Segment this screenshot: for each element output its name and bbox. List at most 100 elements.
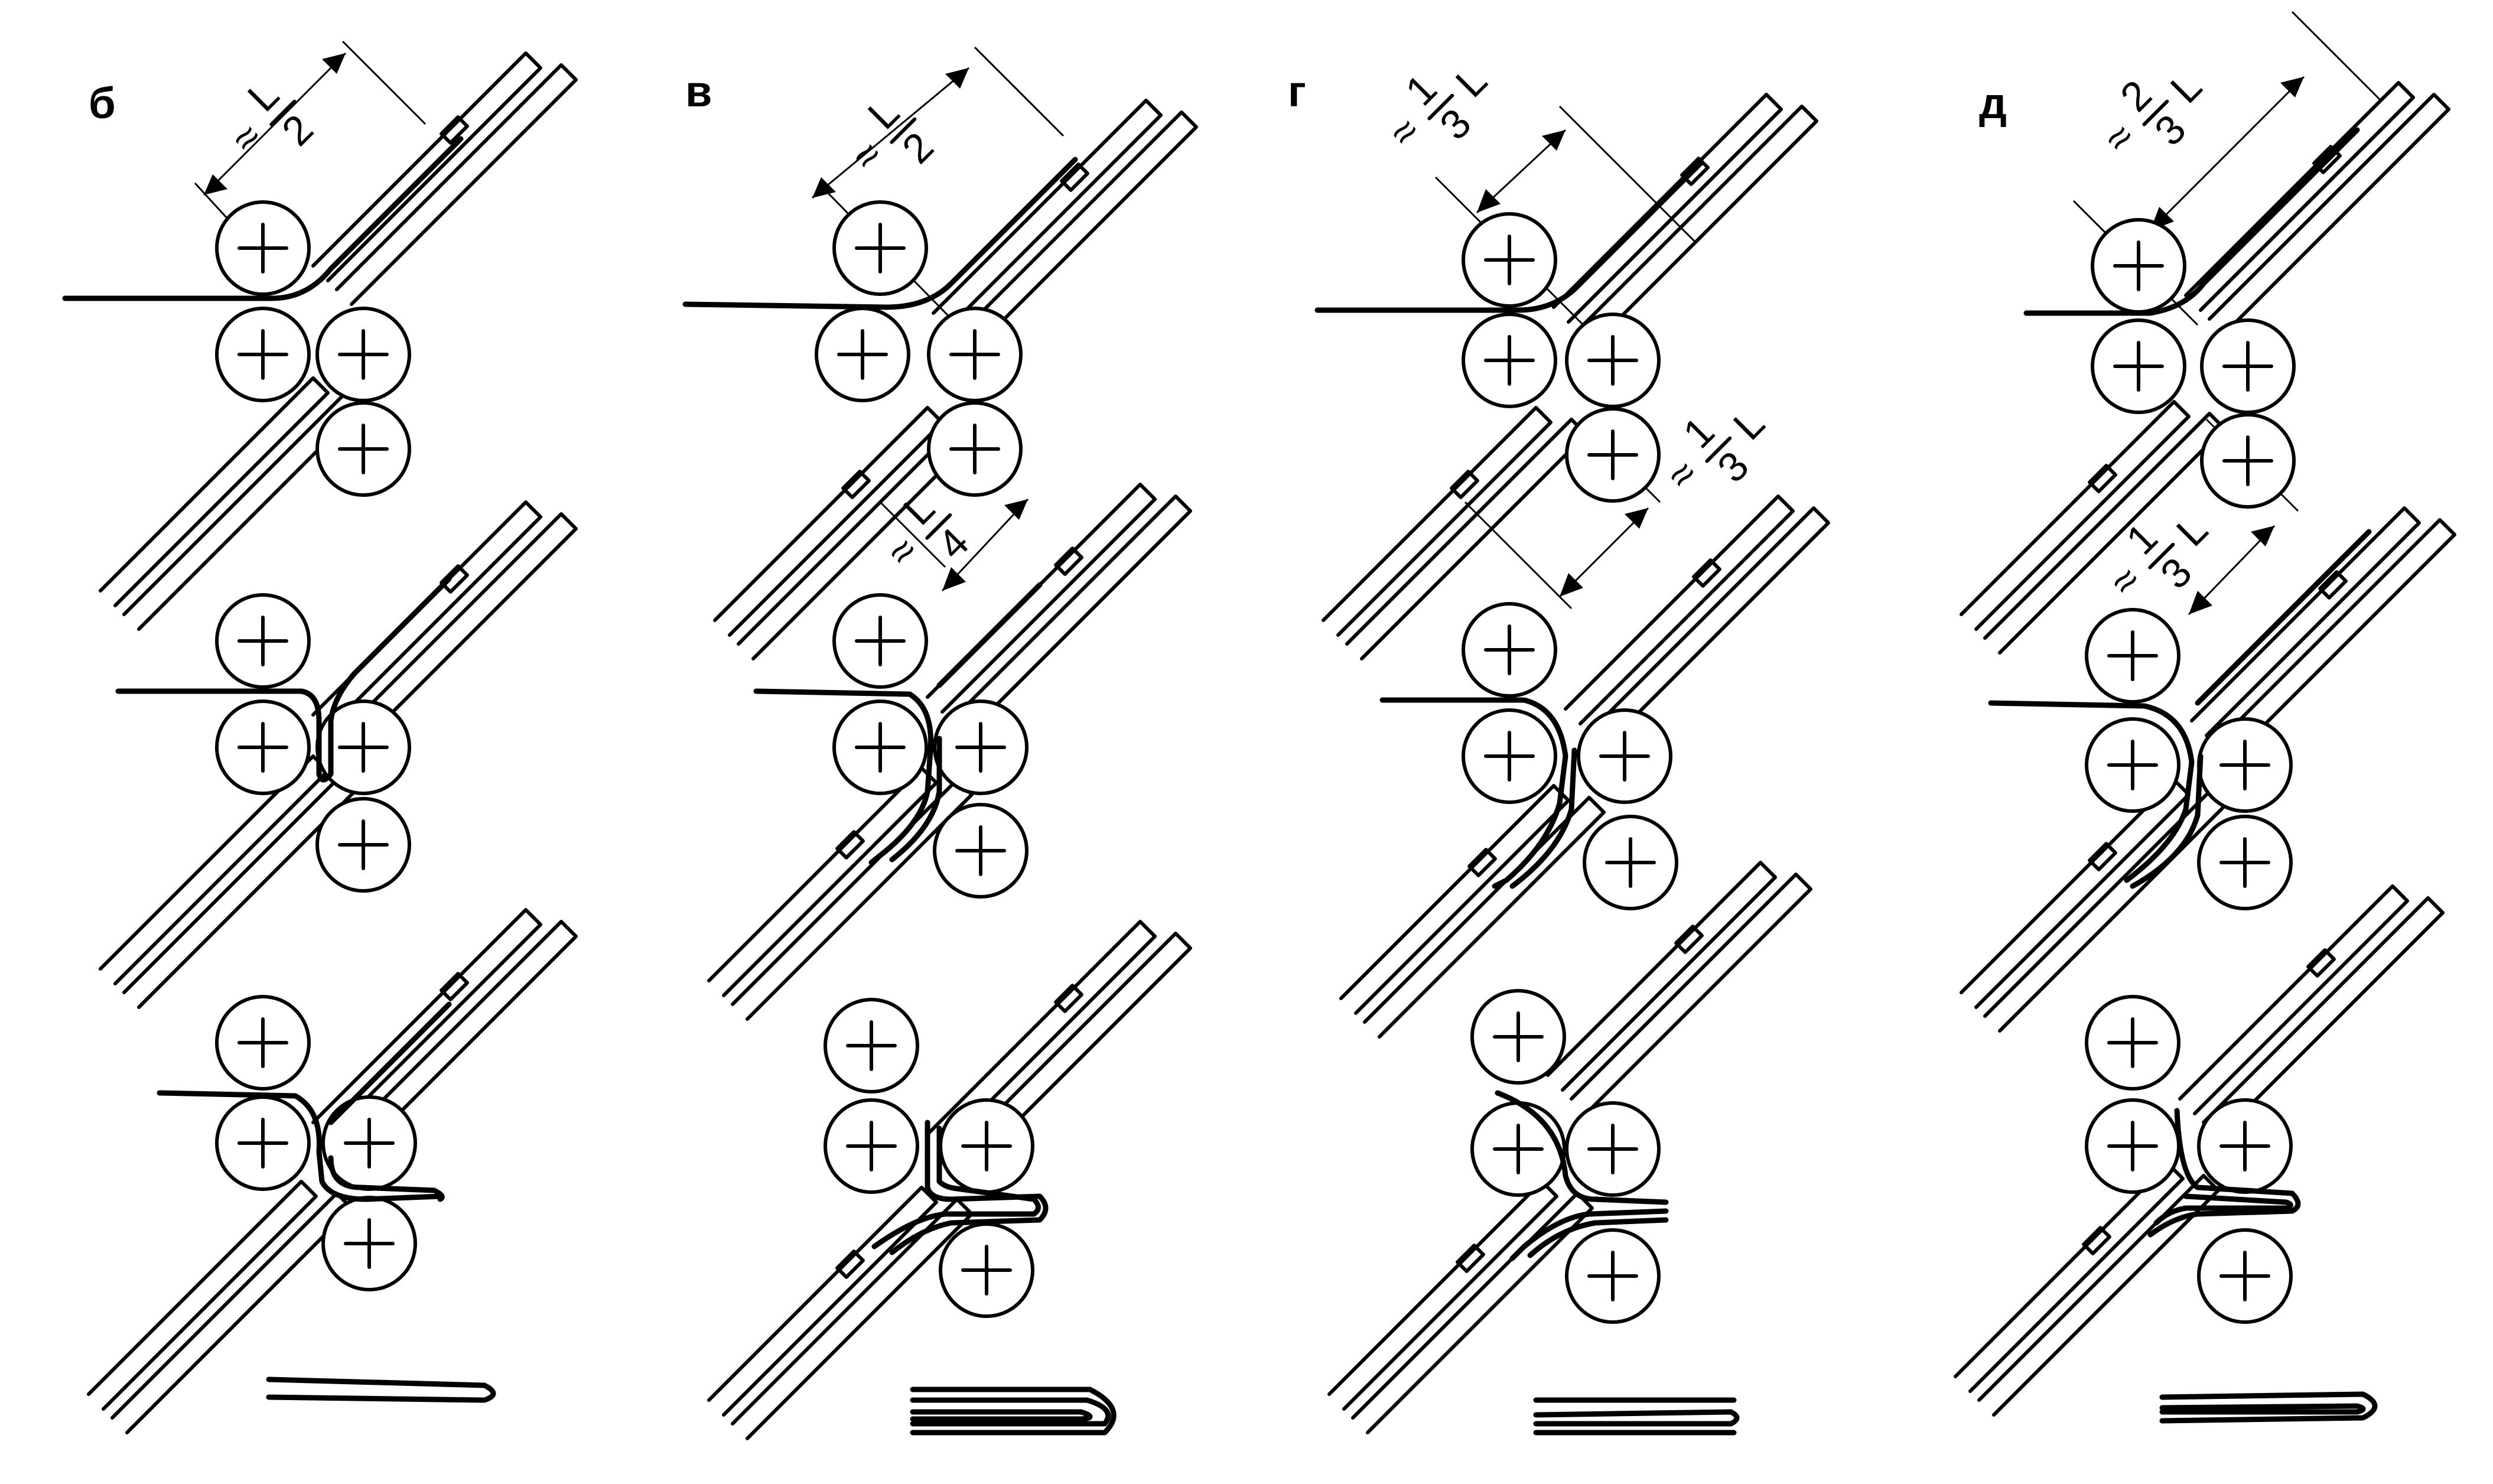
roller: [1463, 604, 1555, 696]
roller: [1463, 314, 1555, 406]
approx-symbol: ≈: [1658, 450, 1706, 499]
approx-symbol: ≈: [1380, 108, 1428, 156]
roller: [2199, 1230, 2291, 1322]
length-symbol: L: [1724, 400, 1773, 449]
sheet-path: [62, 136, 464, 301]
panel-g: г ≈ 1 3 L ≈ 1 3: [1288, 57, 1828, 1436]
panel-d: д ≈ 2 3 L ≈ 1 3 L: [1955, 11, 2455, 1424]
sheet-path: [1509, 747, 1577, 889]
sheet-path: [1314, 160, 1704, 313]
stage-2: [1961, 508, 2455, 1031]
roller: [935, 701, 1027, 793]
panel-label: д: [1979, 79, 2007, 128]
panel-label: в: [685, 67, 712, 116]
roller: [940, 1224, 1033, 1316]
sheet-path: [157, 1090, 443, 1202]
roller: [2087, 610, 2179, 702]
sheet-path: [1495, 1090, 1669, 1205]
roller: [929, 308, 1021, 401]
roller: [834, 202, 926, 294]
roller: [2092, 320, 2185, 412]
length-symbol: L: [1447, 57, 1496, 106]
roller: [2087, 997, 2179, 1089]
roller: [217, 1097, 309, 1189]
stage-2: [1341, 496, 1828, 1037]
folded-result: [266, 1376, 496, 1403]
length-symbol: L: [2162, 63, 2211, 112]
roller: [217, 997, 309, 1089]
roller: [2087, 1100, 2179, 1192]
upper-fold-pocket: [927, 484, 1190, 736]
fraction-numerator: 2: [2111, 71, 2160, 121]
lower-fold-pocket: [100, 756, 363, 1007]
roller: [816, 308, 909, 401]
sheet-path: [2130, 753, 2204, 889]
fraction-numerator: 1: [1674, 408, 1723, 457]
upper-fold-pocket: [1566, 496, 1828, 747]
roller: [1472, 1103, 1564, 1195]
sheet-path: [936, 582, 1043, 688]
roller: [1567, 409, 1659, 501]
roller: [1463, 214, 1555, 306]
fraction-numerator: L: [239, 71, 288, 121]
stage-2: [100, 502, 576, 1007]
roller: [317, 799, 409, 891]
roller: [217, 595, 309, 687]
roller: [834, 595, 926, 687]
roller: [935, 805, 1027, 897]
folded-result: [2159, 1391, 2378, 1424]
sheet-path: [2023, 127, 2360, 316]
stage-1: [682, 100, 1196, 659]
roller: [1567, 1103, 1659, 1195]
roller: [1567, 314, 1659, 406]
approx-symbol: ≈: [2101, 556, 2149, 605]
sheet-path: [889, 1119, 1049, 1255]
dimension-quarter-length: ≈ L 4: [878, 485, 1029, 592]
roller: [940, 1100, 1033, 1192]
folded-result: [1533, 1397, 1740, 1436]
sheet-path: [328, 1001, 452, 1125]
roller: [2087, 719, 2179, 811]
roller: [2202, 415, 2294, 507]
stage-1: [1314, 95, 1817, 659]
approx-symbol: ≈: [878, 527, 926, 575]
sheet-path: [2153, 1193, 2293, 1226]
stage-3: [89, 910, 576, 1433]
length-symbol: L: [2167, 506, 2217, 555]
folded-result: [910, 1387, 1117, 1436]
lower-fold-pocket: [100, 378, 363, 629]
roller: [2092, 220, 2185, 312]
sheet-path: [1379, 697, 1568, 889]
upper-fold-pocket: [2186, 83, 2449, 334]
stage-2: [709, 484, 1190, 1019]
roller: [1567, 1230, 1659, 1322]
panel-b: б ≈ L 2: [62, 40, 576, 1433]
roller: [2202, 320, 2294, 412]
lower-fold-pocket: [89, 1182, 352, 1433]
roller: [323, 1197, 415, 1290]
upper-fold-pocket: [1548, 863, 1811, 1114]
fraction-numerator: 1: [1397, 66, 1446, 115]
panel-label: г: [1288, 67, 1306, 116]
sheet-path: [2147, 1108, 2301, 1238]
roller: [1579, 710, 1671, 802]
fraction-numerator: 1: [2117, 515, 2166, 564]
roller: [834, 701, 926, 793]
roller: [825, 1100, 917, 1192]
panel-label: б: [89, 79, 116, 128]
sheet-path: [871, 1125, 1041, 1249]
lower-fold-pocket: [1955, 1164, 2218, 1415]
roller: [1472, 991, 1564, 1083]
roller: [2199, 719, 2291, 811]
roller: [1584, 816, 1677, 909]
panel-v: в ≈ L 2 ≈ L 4: [682, 46, 1196, 1439]
stage-1: [1961, 83, 2449, 653]
roller: [1463, 710, 1555, 802]
sheet-path: [2195, 529, 2372, 706]
sheet-path: [682, 157, 1078, 310]
approx-symbol: ≈: [2095, 113, 2143, 162]
lower-fold-pocket: [1329, 1182, 1592, 1433]
sheet-path: [115, 576, 452, 783]
stage-3: [709, 922, 1190, 1439]
